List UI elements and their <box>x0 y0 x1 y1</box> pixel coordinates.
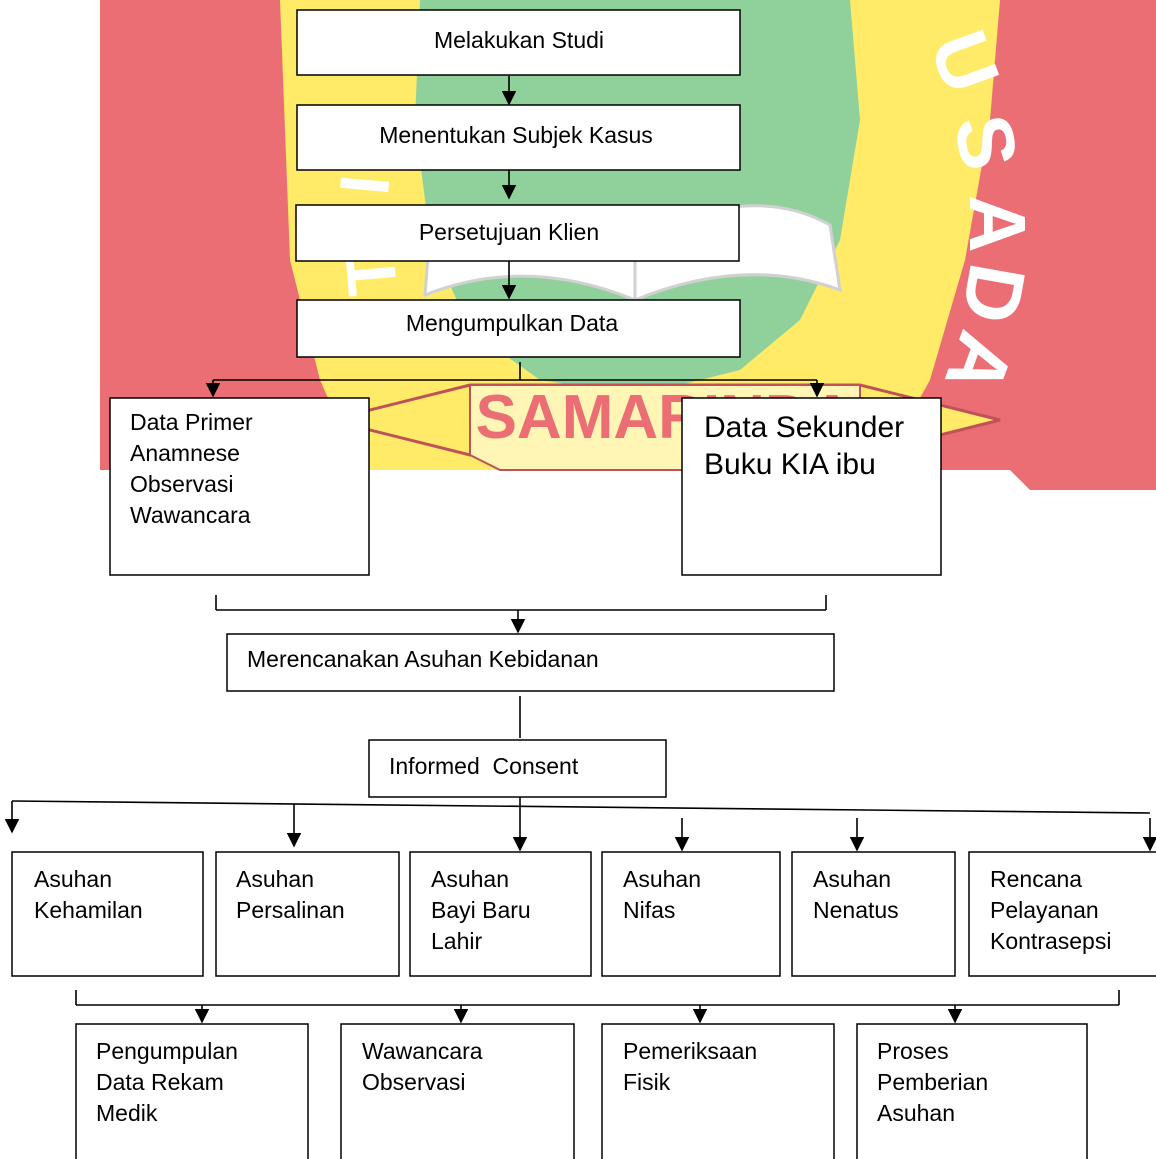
box-care-5 <box>791 851 956 977</box>
label-persetujuan-klien: Persetujuan Klien <box>419 219 599 245</box>
label-mengumpulkan-data: Mengumpulkan Data <box>406 310 618 336</box>
label-menentukan-subjek: Menentukan Subjek Kasus <box>379 122 653 148</box>
step-mengumpulkan-data <box>296 299 741 358</box>
label-melakukan-studi: Melakukan Studi <box>434 27 604 53</box>
label-care-5: Asuhan Nenatus <box>813 866 899 923</box>
box-method-3 <box>601 1023 835 1159</box>
step-menentukan-subjek <box>296 104 741 171</box>
box-care-3 <box>409 851 592 977</box>
label-data-sekunder: Data Sekunder Buku KIA ibu <box>704 411 912 481</box>
box-data-primer <box>109 397 370 576</box>
label-data-primer: Data Primer Anamnese Observasi Wawancara <box>130 409 259 528</box>
box-method-2 <box>340 1023 575 1159</box>
step-melakukan-studi <box>296 9 741 76</box>
label-care-6: Rencana Pelayanan Kontrasepsi <box>990 866 1111 954</box>
label-care-1: Asuhan Kehamilan <box>34 866 143 923</box>
box-method-4 <box>856 1023 1088 1159</box>
box-informed-consent <box>368 739 667 798</box>
box-care-4 <box>601 851 781 977</box>
box-care-6 <box>968 851 1156 977</box>
logo-green-center <box>415 0 860 395</box>
label-method-2: Wawancara Observasi <box>362 1038 489 1095</box>
box-data-sekunder <box>681 397 942 576</box>
connectors <box>4 76 1156 1024</box>
box-method-1 <box>75 1023 309 1159</box>
label-method-4: Proses Pemberian Asuhan <box>877 1038 995 1126</box>
step-persetujuan-klien <box>295 204 740 262</box>
box-merencanakan <box>226 633 835 692</box>
watermark-letter: A <box>953 195 1042 253</box>
label-care-2: Asuhan Persalinan <box>236 866 345 923</box>
label-method-3: Pemeriksaan Fisik <box>623 1038 764 1095</box>
label-care-4: Asuhan Nifas <box>623 866 707 923</box>
label-care-3: Asuhan Bayi Baru Lahir <box>431 866 537 954</box>
box-care-2 <box>215 851 400 977</box>
label-informed-consent: Informed Consent <box>389 753 579 779</box>
label-method-1: Pengumpulan Data Rekam Medik <box>96 1038 244 1126</box>
label-merencanakan: Merencanakan Asuhan Kebidanan <box>247 646 599 672</box>
box-care-1 <box>11 851 204 977</box>
